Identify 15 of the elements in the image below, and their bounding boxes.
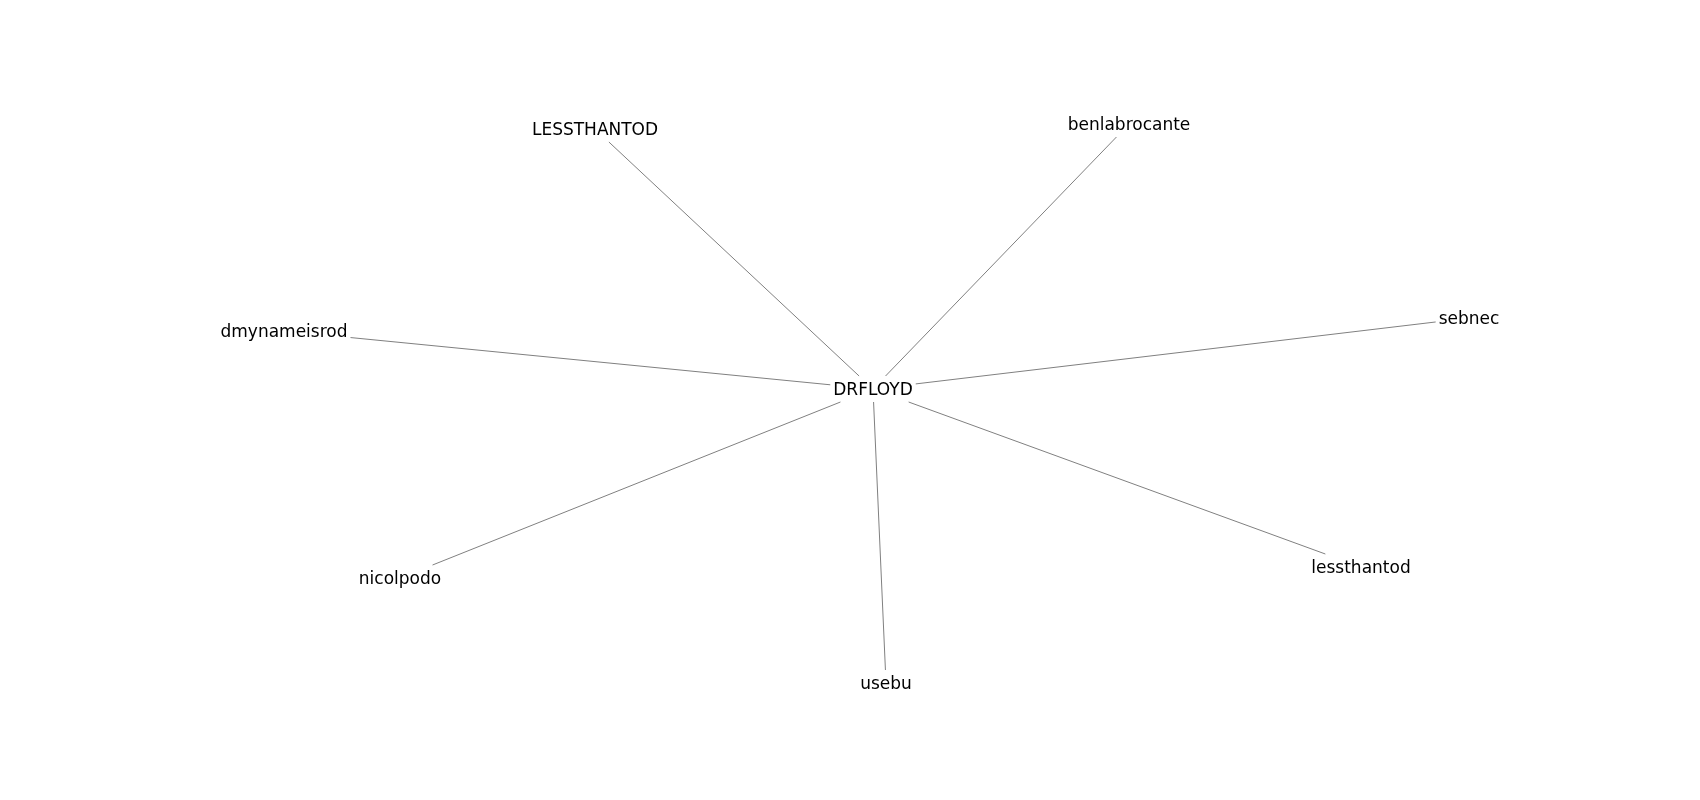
edge-line [350, 337, 831, 386]
edge-line [915, 321, 1437, 385]
node-label: LESSTHANTOD [531, 119, 659, 139]
edge-line [608, 141, 860, 377]
node-label: sebnec [1438, 308, 1500, 328]
node-label: nicolpodo [358, 568, 442, 588]
node-label: dmynameisrod [220, 321, 348, 341]
node-label: lessthantod [1311, 557, 1411, 577]
node-label: DRFLOYD [833, 379, 913, 399]
edge-line [873, 401, 886, 671]
edge-line [908, 401, 1326, 555]
node-label: usebu [860, 673, 912, 693]
edge-line [432, 401, 841, 566]
edge-line [885, 136, 1117, 377]
node-label: benlabrocante [1067, 114, 1191, 134]
